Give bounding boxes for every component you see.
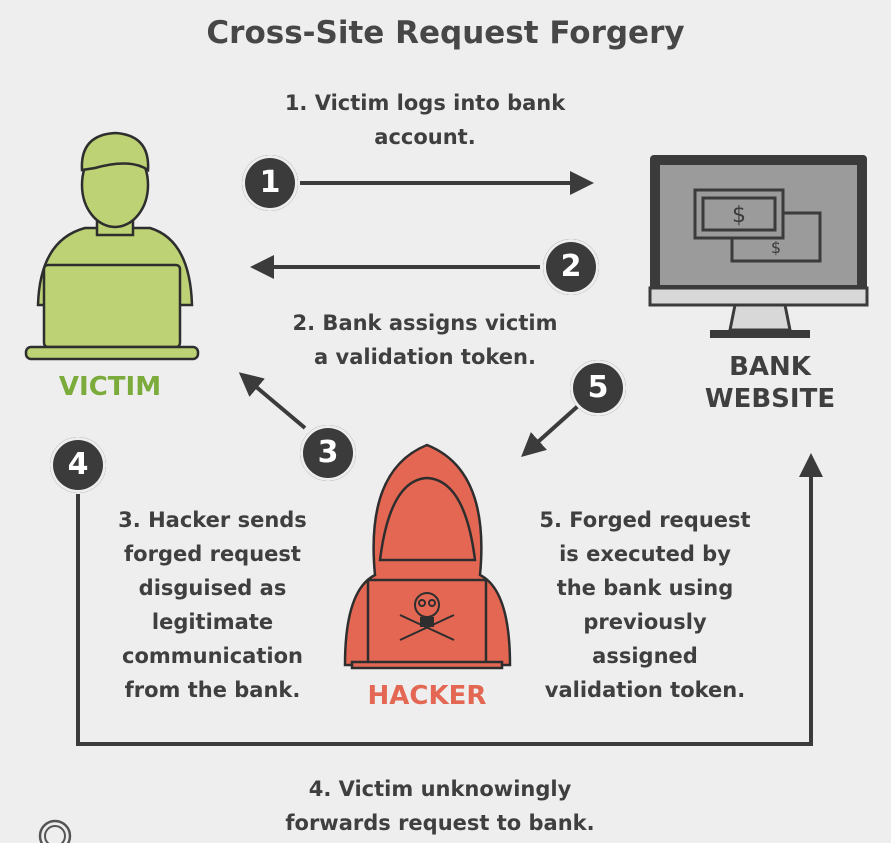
bank-monitor-icon: $ $ [648,155,869,338]
step-5-badge: 5 [570,360,626,416]
page-title: Cross-Site Request Forgery [206,15,685,51]
hacker-illustration [343,443,512,670]
chat-icon[interactable] [38,819,72,843]
victim-illustration [24,131,200,361]
victim-label: VICTIM [58,372,162,402]
skull-crossbones-icon [399,592,455,641]
step-1-badge: 1 [242,155,298,211]
dollar-bills-icon: $ $ [693,188,822,263]
arrow-step-5 [521,404,580,458]
arrow-step-3 [238,372,307,430]
svg-text:$: $ [732,203,746,228]
step-4-badge: 4 [50,437,106,493]
svg-text:$: $ [771,238,781,257]
step-3-badge: 3 [300,425,356,481]
arrow-step-4 [76,453,823,746]
hacker-label: HACKER [367,681,487,711]
step-2-badge: 2 [543,239,599,295]
